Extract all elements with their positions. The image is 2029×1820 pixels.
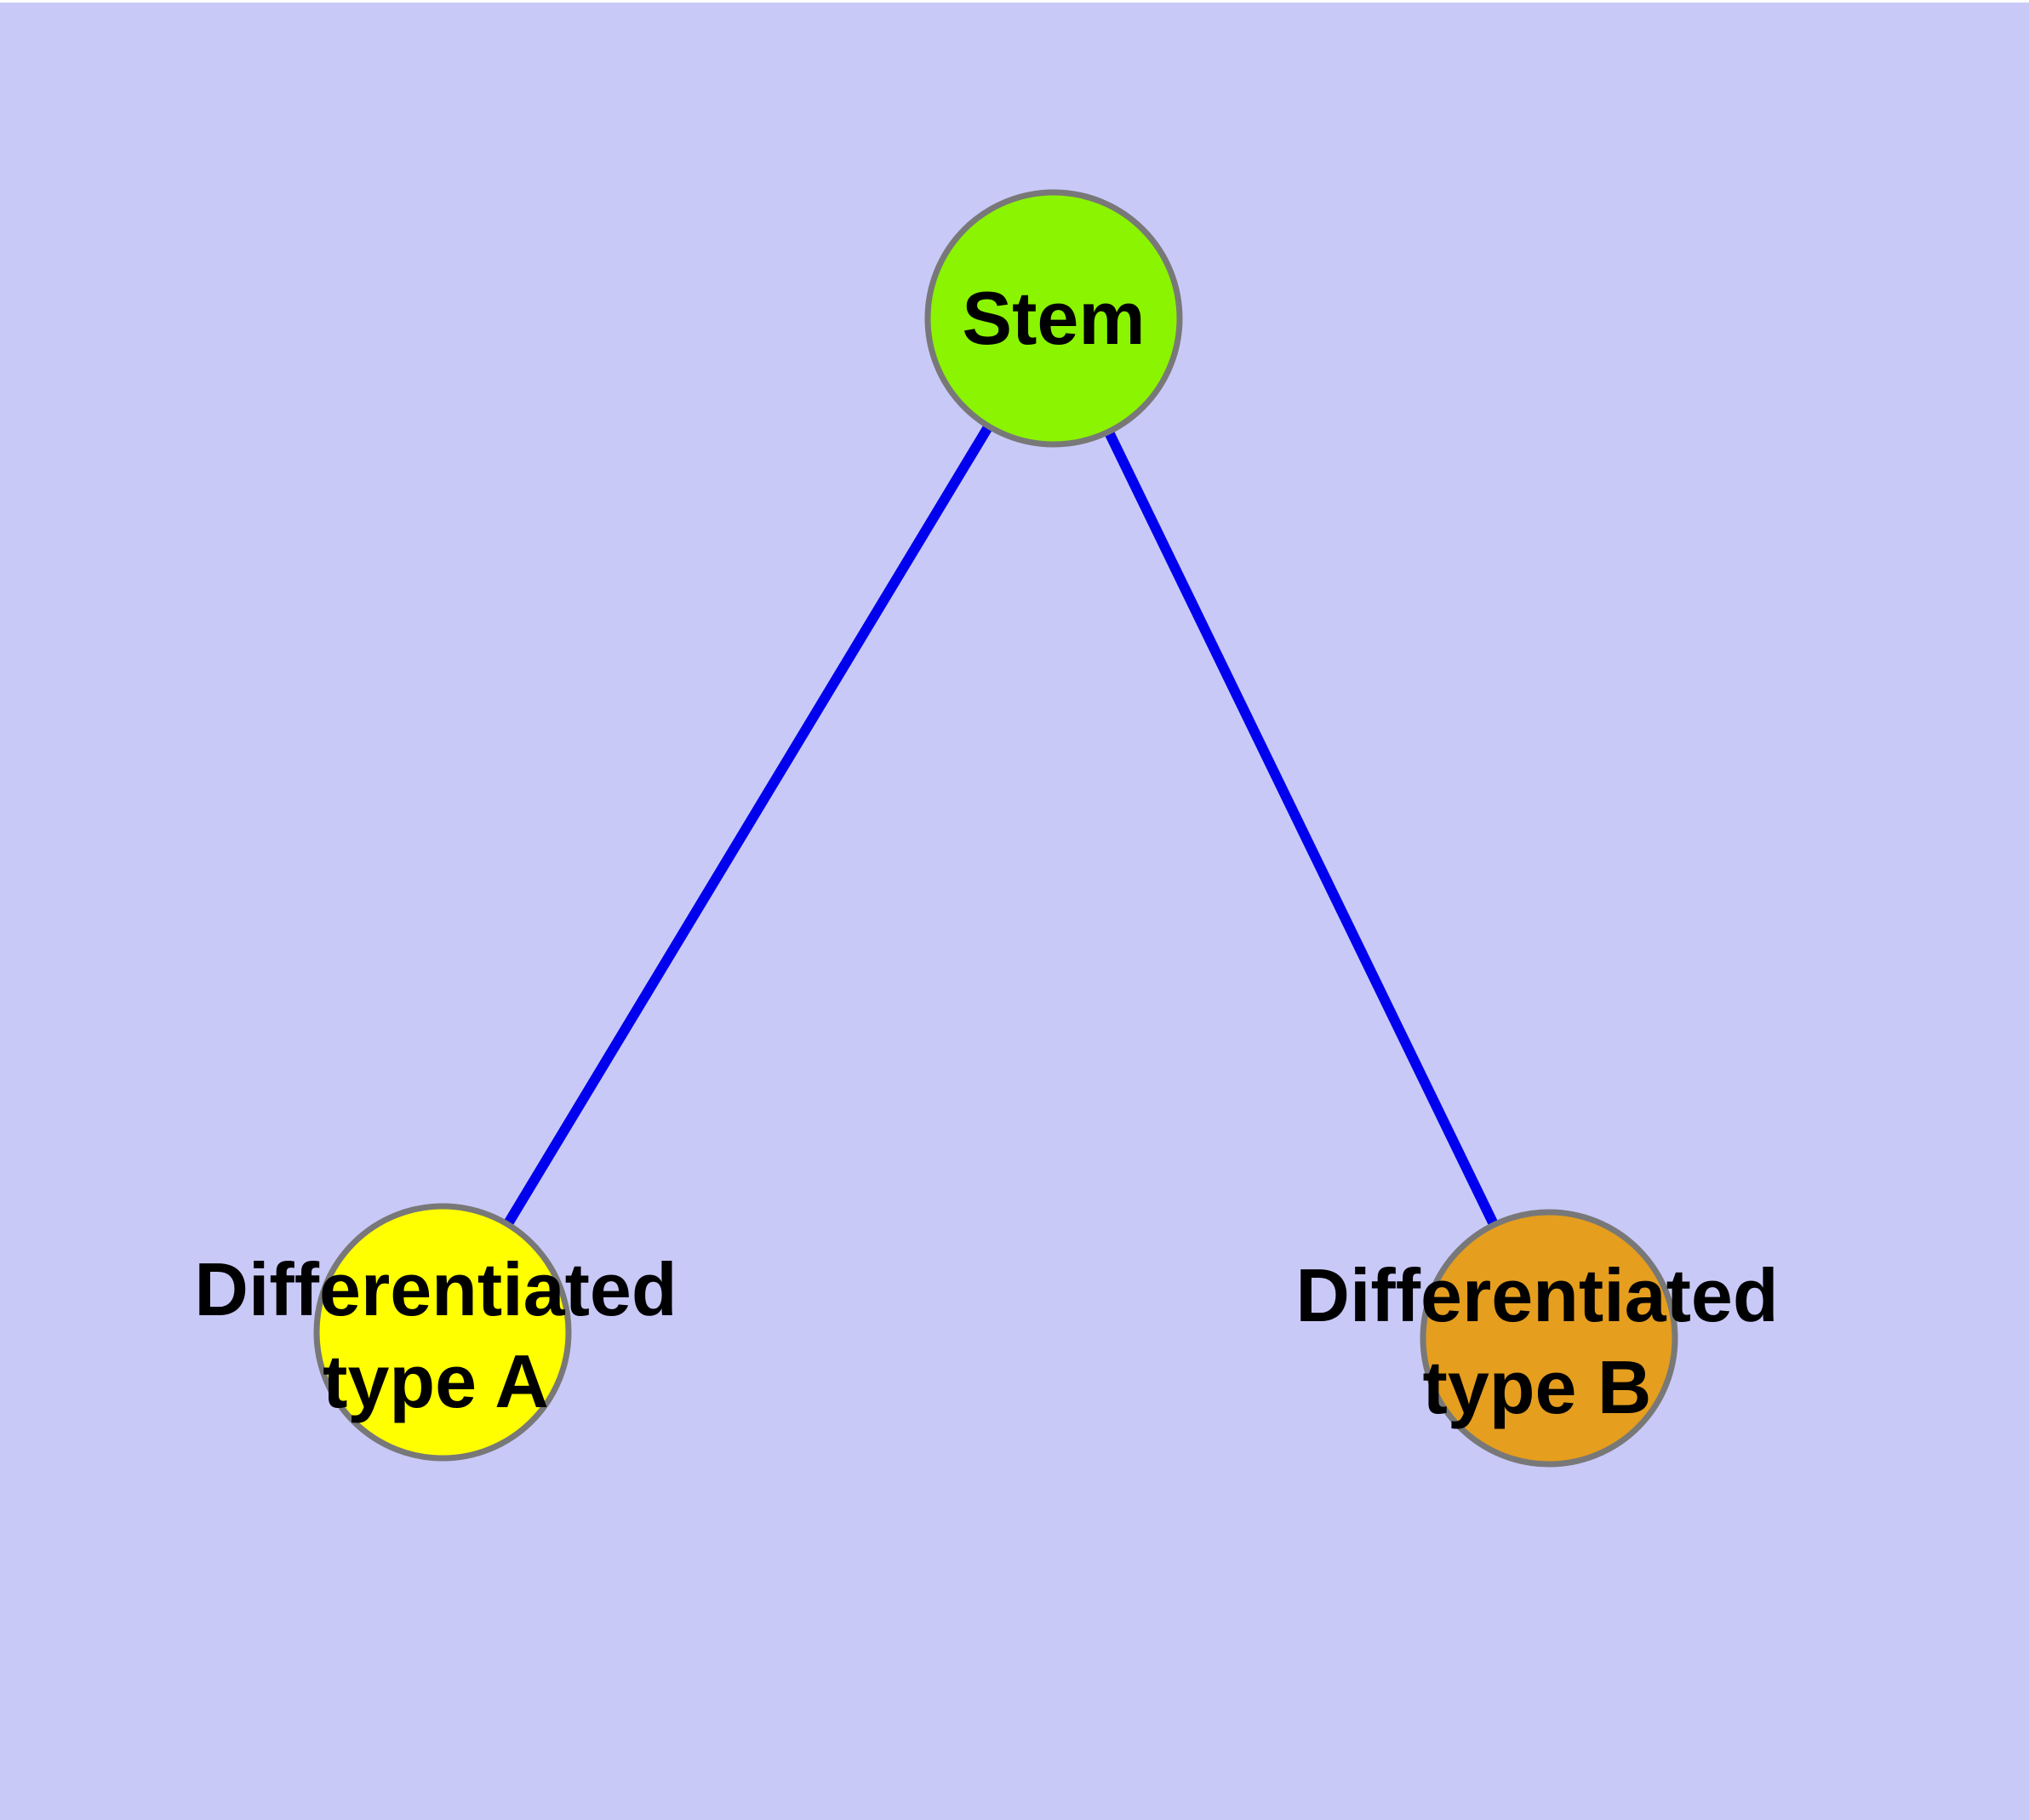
edge-stem-to-type-a xyxy=(437,315,1059,1336)
node-type-a-label-line1: Differentiated xyxy=(194,1247,677,1331)
node-differentiated-type-b xyxy=(1420,1209,1678,1468)
edge-stem-to-type-b xyxy=(1049,316,1554,1341)
node-stem-label: Stem xyxy=(962,276,1145,360)
top-border-strip xyxy=(0,0,2029,3)
node-differentiated-type-a xyxy=(313,1203,572,1462)
node-type-b-label-line1: Differentiated xyxy=(1295,1253,1778,1337)
node-type-b-label-line2: type B xyxy=(1423,1345,1652,1429)
node-stem xyxy=(924,189,1183,448)
node-type-a-label-line2: type A xyxy=(323,1339,549,1423)
